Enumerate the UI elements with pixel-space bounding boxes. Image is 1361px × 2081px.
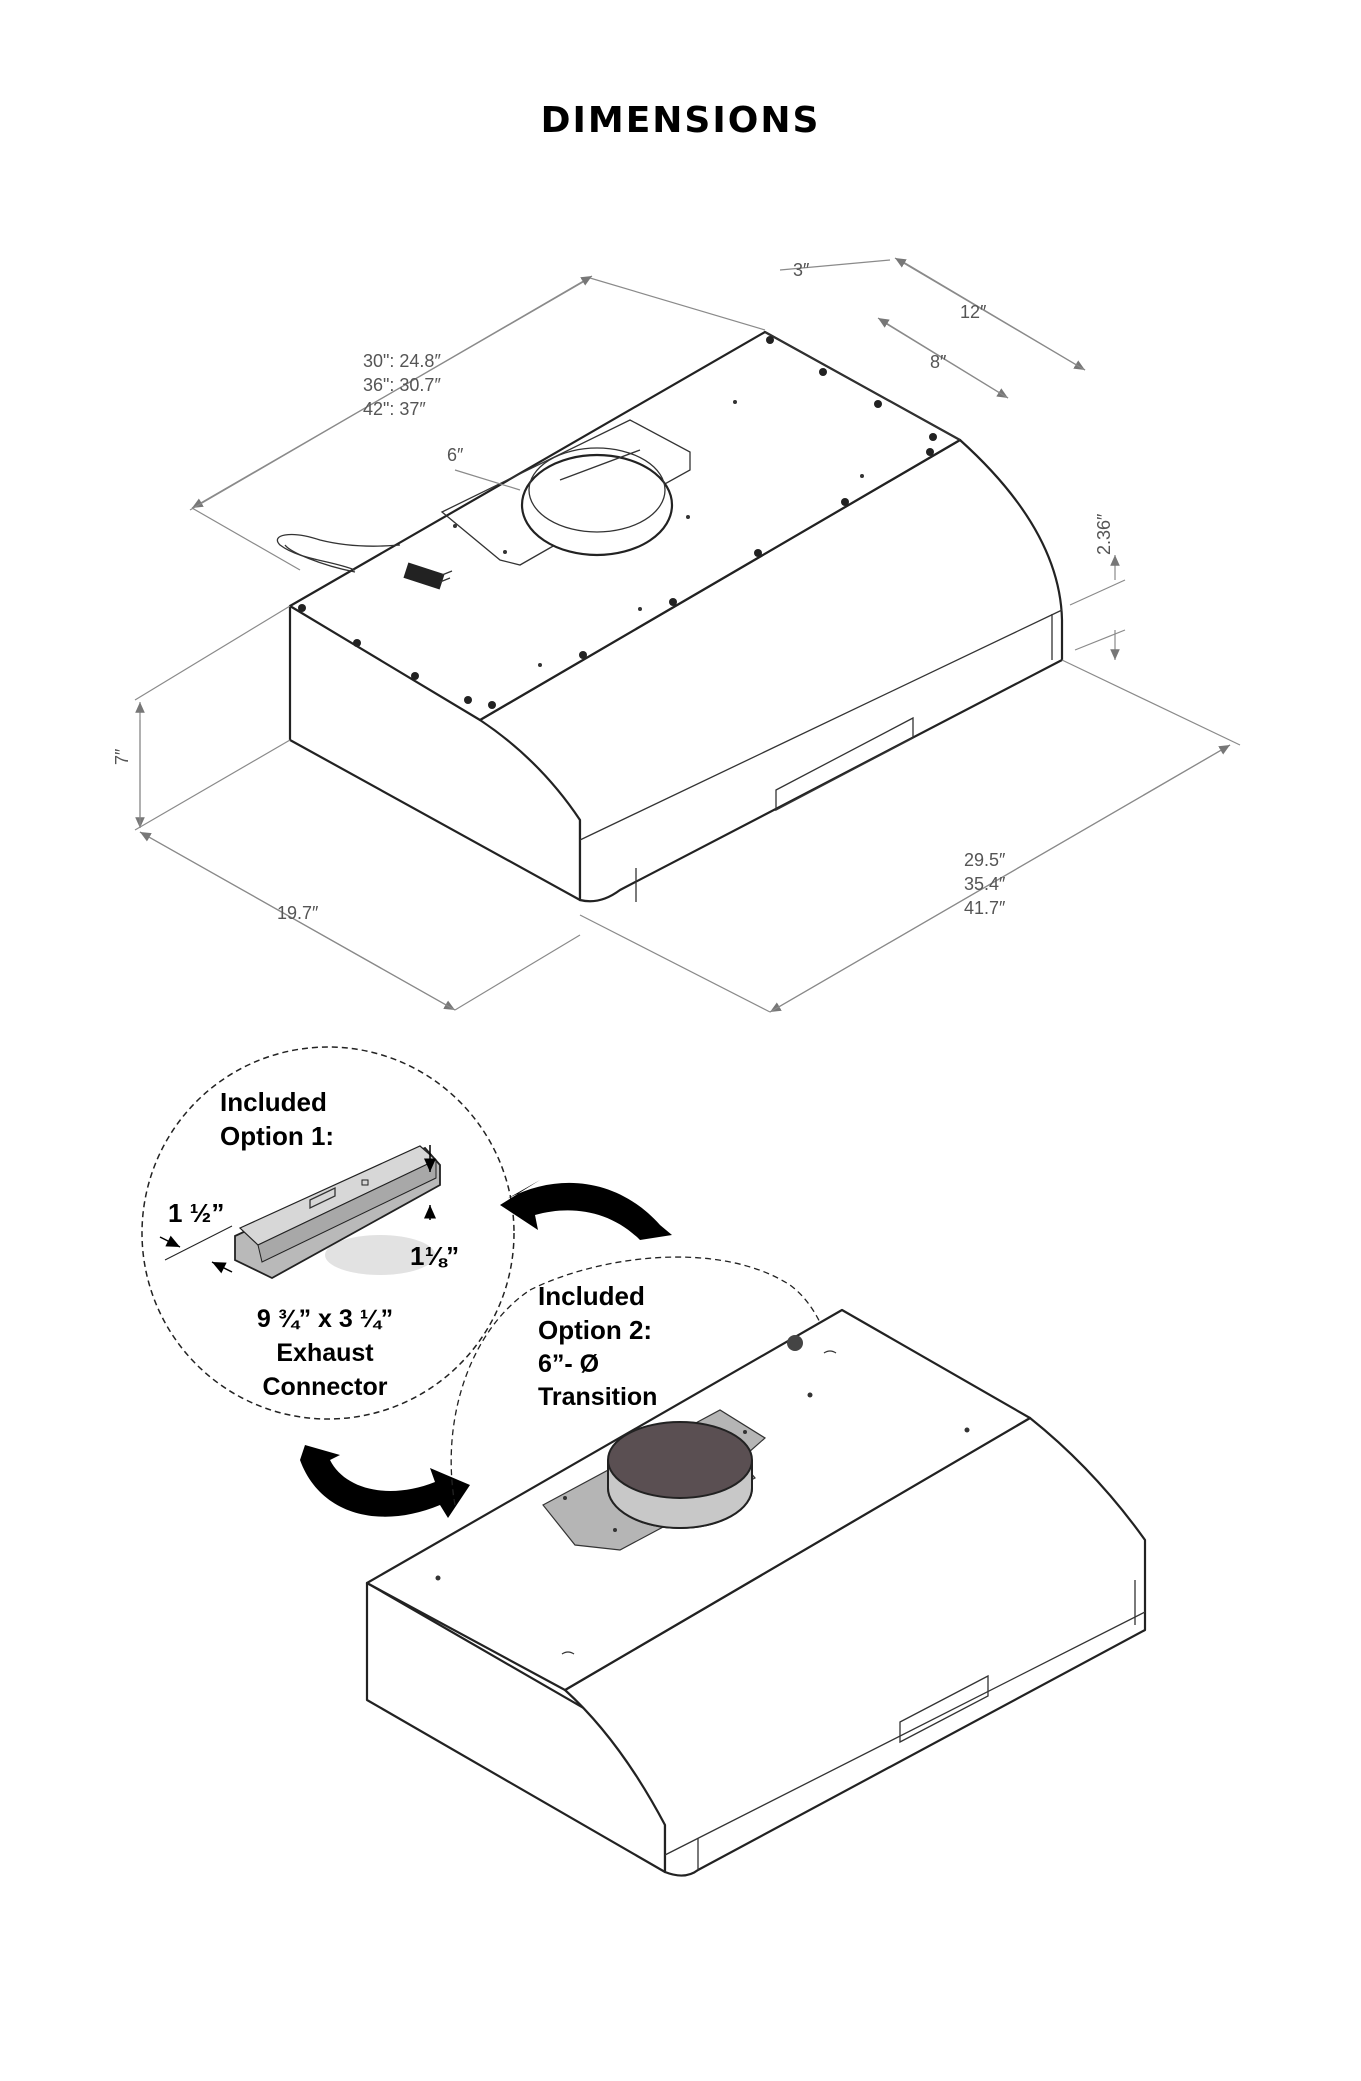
dim-width-36: 36": 30.7″ bbox=[363, 375, 441, 395]
dim-collar-6: 6″ bbox=[447, 445, 464, 465]
range-hood-option-2 bbox=[367, 1257, 1145, 1876]
dim-width-42: 42": 37″ bbox=[363, 399, 426, 419]
option1-title: Option 1: bbox=[220, 1121, 334, 1151]
option1-name-1: Exhaust bbox=[276, 1339, 374, 1367]
dim-8: 8″ bbox=[930, 352, 947, 372]
option1-name-2: Connector bbox=[263, 1373, 388, 1401]
option-2-callout: Included Option 2: 6”- Ø Transition bbox=[538, 1281, 657, 1411]
option2-included: Included bbox=[538, 1281, 645, 1311]
option-1-callout: Included Option 1: 1 ½” 1⅛” 9 ¾” x 3 ¼” … bbox=[142, 1047, 514, 1419]
dim-len-35-4: 35.4″ bbox=[964, 874, 1006, 894]
dim-height-7: 7″ bbox=[112, 748, 132, 765]
option1-included: Included bbox=[220, 1087, 327, 1117]
option2-transition: Transition bbox=[538, 1383, 657, 1411]
dim-3: 3″ bbox=[793, 260, 810, 280]
option1-dim-1-5: 1 ½” bbox=[168, 1198, 224, 1228]
dim-2-36: 2.36″ bbox=[1094, 513, 1114, 555]
option1-size: 9 ¾” x 3 ¼” bbox=[257, 1305, 393, 1333]
dim-len-29-5: 29.5″ bbox=[964, 850, 1006, 870]
dim-len-41-7: 41.7″ bbox=[964, 898, 1006, 918]
dim-depth-19-7: 19.7″ bbox=[277, 903, 319, 923]
option2-diameter: 6”- Ø bbox=[538, 1350, 599, 1378]
option2-title: Option 2: bbox=[538, 1315, 652, 1345]
option1-dim-1-125: 1⅛” bbox=[410, 1241, 459, 1271]
dim-12: 12″ bbox=[960, 302, 987, 322]
dim-width-30: 30": 24.8″ bbox=[363, 351, 441, 371]
